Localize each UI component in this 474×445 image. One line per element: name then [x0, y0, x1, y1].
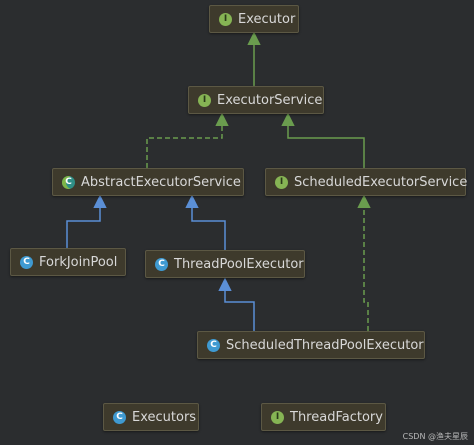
node-label: ScheduledThreadPoolExecutor: [226, 337, 424, 353]
class-icon: C: [155, 257, 168, 271]
edge-abstract-executor-service-implements-executor-service: [146, 112, 229, 168]
node-label: Executors: [132, 409, 197, 425]
class-icon: C: [113, 410, 126, 424]
edge-scheduled-thread-pool-executor-implements-scheduled-executor-service: [357, 194, 371, 331]
edge-thread-pool-executor-extends-abstract-executor-service: [185, 194, 226, 250]
node-abstract-executor-service[interactable]: C AbstractExecutorService: [52, 168, 244, 196]
edge-scheduled-executor-service-extends-executor-service: [281, 112, 365, 168]
node-label: ThreadFactory: [290, 409, 383, 425]
node-thread-factory[interactable]: I ThreadFactory: [261, 403, 386, 431]
node-label: ScheduledExecutorService: [294, 174, 468, 190]
node-executor[interactable]: I Executor: [209, 5, 299, 33]
interface-icon: I: [271, 410, 284, 424]
edge-scheduled-thread-pool-executor-extends-thread-pool-executor: [218, 277, 255, 331]
node-thread-pool-executor[interactable]: C ThreadPoolExecutor: [145, 250, 305, 278]
class-icon: C: [20, 255, 33, 269]
node-fork-join-pool[interactable]: C ForkJoinPool: [10, 248, 126, 276]
interface-icon: I: [219, 12, 232, 26]
node-executors[interactable]: C Executors: [103, 403, 199, 431]
class-icon: C: [207, 338, 220, 352]
watermark: CSDN @渔夫星辰: [402, 432, 468, 441]
node-scheduled-executor-service[interactable]: I ScheduledExecutorService: [265, 168, 468, 196]
node-label: ExecutorService: [217, 92, 323, 108]
node-scheduled-thread-pool-executor[interactable]: C ScheduledThreadPoolExecutor: [197, 331, 425, 359]
abstract-class-icon: C: [62, 175, 75, 189]
interface-icon: I: [275, 175, 288, 189]
interface-icon: I: [198, 93, 211, 107]
node-executor-service[interactable]: I ExecutorService: [188, 86, 324, 114]
edge-fork-join-pool-extends-abstract-executor-service: [66, 194, 107, 248]
node-label: ForkJoinPool: [39, 254, 118, 270]
node-label: Executor: [238, 11, 296, 27]
node-label: AbstractExecutorService: [81, 174, 241, 190]
node-label: ThreadPoolExecutor: [174, 256, 304, 272]
